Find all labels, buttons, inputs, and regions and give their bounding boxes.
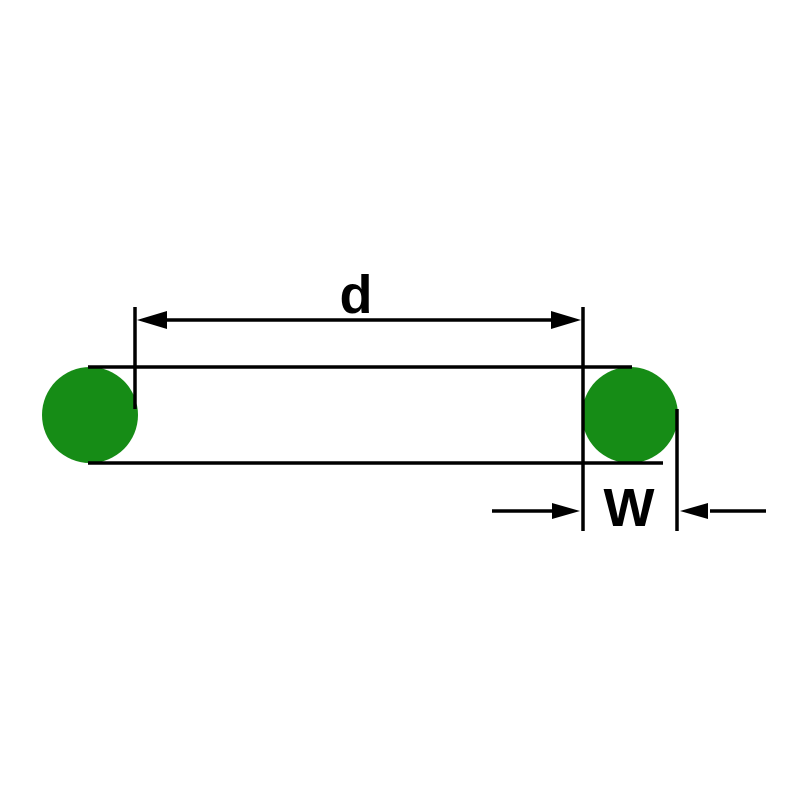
cross-section-width-label: W <box>604 478 655 538</box>
right-ring-cross-section-circle <box>582 367 678 463</box>
left-ring-cross-section-circle <box>42 367 138 463</box>
d-right-arrowhead-icon <box>551 311 581 329</box>
inner-diameter-label: d <box>340 265 373 325</box>
w-right-arrowhead-icon <box>680 503 708 519</box>
d-left-arrowhead-icon <box>137 311 167 329</box>
w-left-arrowhead-icon <box>552 503 580 519</box>
